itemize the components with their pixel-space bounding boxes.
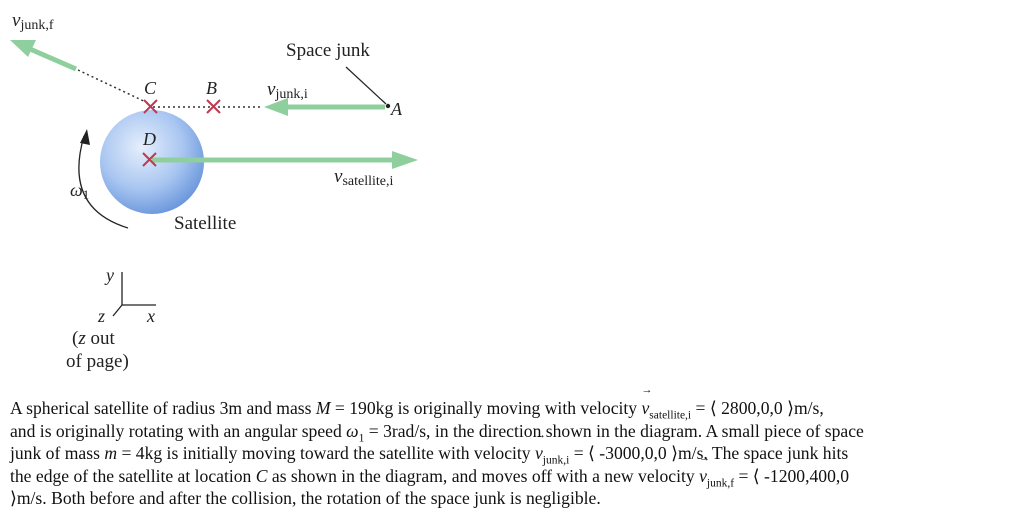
label-space-junk: Space junk	[286, 40, 370, 61]
rotation-arc	[78, 135, 129, 229]
axis-note-line1: (z out	[72, 328, 115, 349]
rotation-arrowhead	[80, 129, 90, 145]
axis-note-line2: of page)	[66, 351, 129, 372]
dotted-path-junk-final	[77, 69, 151, 105]
marker-b	[206, 99, 221, 114]
label-point-d: D	[142, 129, 156, 149]
label-v-junk-f: vjunk,f	[12, 10, 54, 33]
space-junk-leader	[345, 66, 387, 105]
marker-d	[142, 152, 157, 167]
v-junk-f-arrowhead	[10, 40, 36, 57]
v-junk-f-arrow-shaft	[29, 46, 77, 72]
label-satellite: Satellite	[174, 213, 236, 234]
problem-statement: A spherical satellite of radius 3m and m…	[10, 385, 1015, 510]
axis-y-label: y	[104, 265, 114, 285]
label-point-a: A	[390, 99, 403, 119]
v-junk-i-arrowhead	[264, 98, 288, 116]
v-satellite-i-arrowhead	[392, 151, 418, 169]
axis-z-line	[112, 304, 123, 317]
label-point-b: B	[206, 78, 217, 98]
axis-z-label: z	[97, 306, 105, 326]
label-omega1: ω1	[70, 180, 89, 202]
label-v-satellite-i: vsatellite,i	[334, 166, 393, 189]
marker-c	[143, 99, 158, 114]
label-point-c: C	[144, 78, 157, 98]
label-v-junk-i: vjunk,i	[267, 79, 308, 102]
axis-x-label: x	[146, 306, 155, 326]
physics-diagram: vjunk,f Space junk A B C D vjunk,i vsate…	[10, 10, 418, 372]
space-junk-point	[385, 103, 391, 109]
